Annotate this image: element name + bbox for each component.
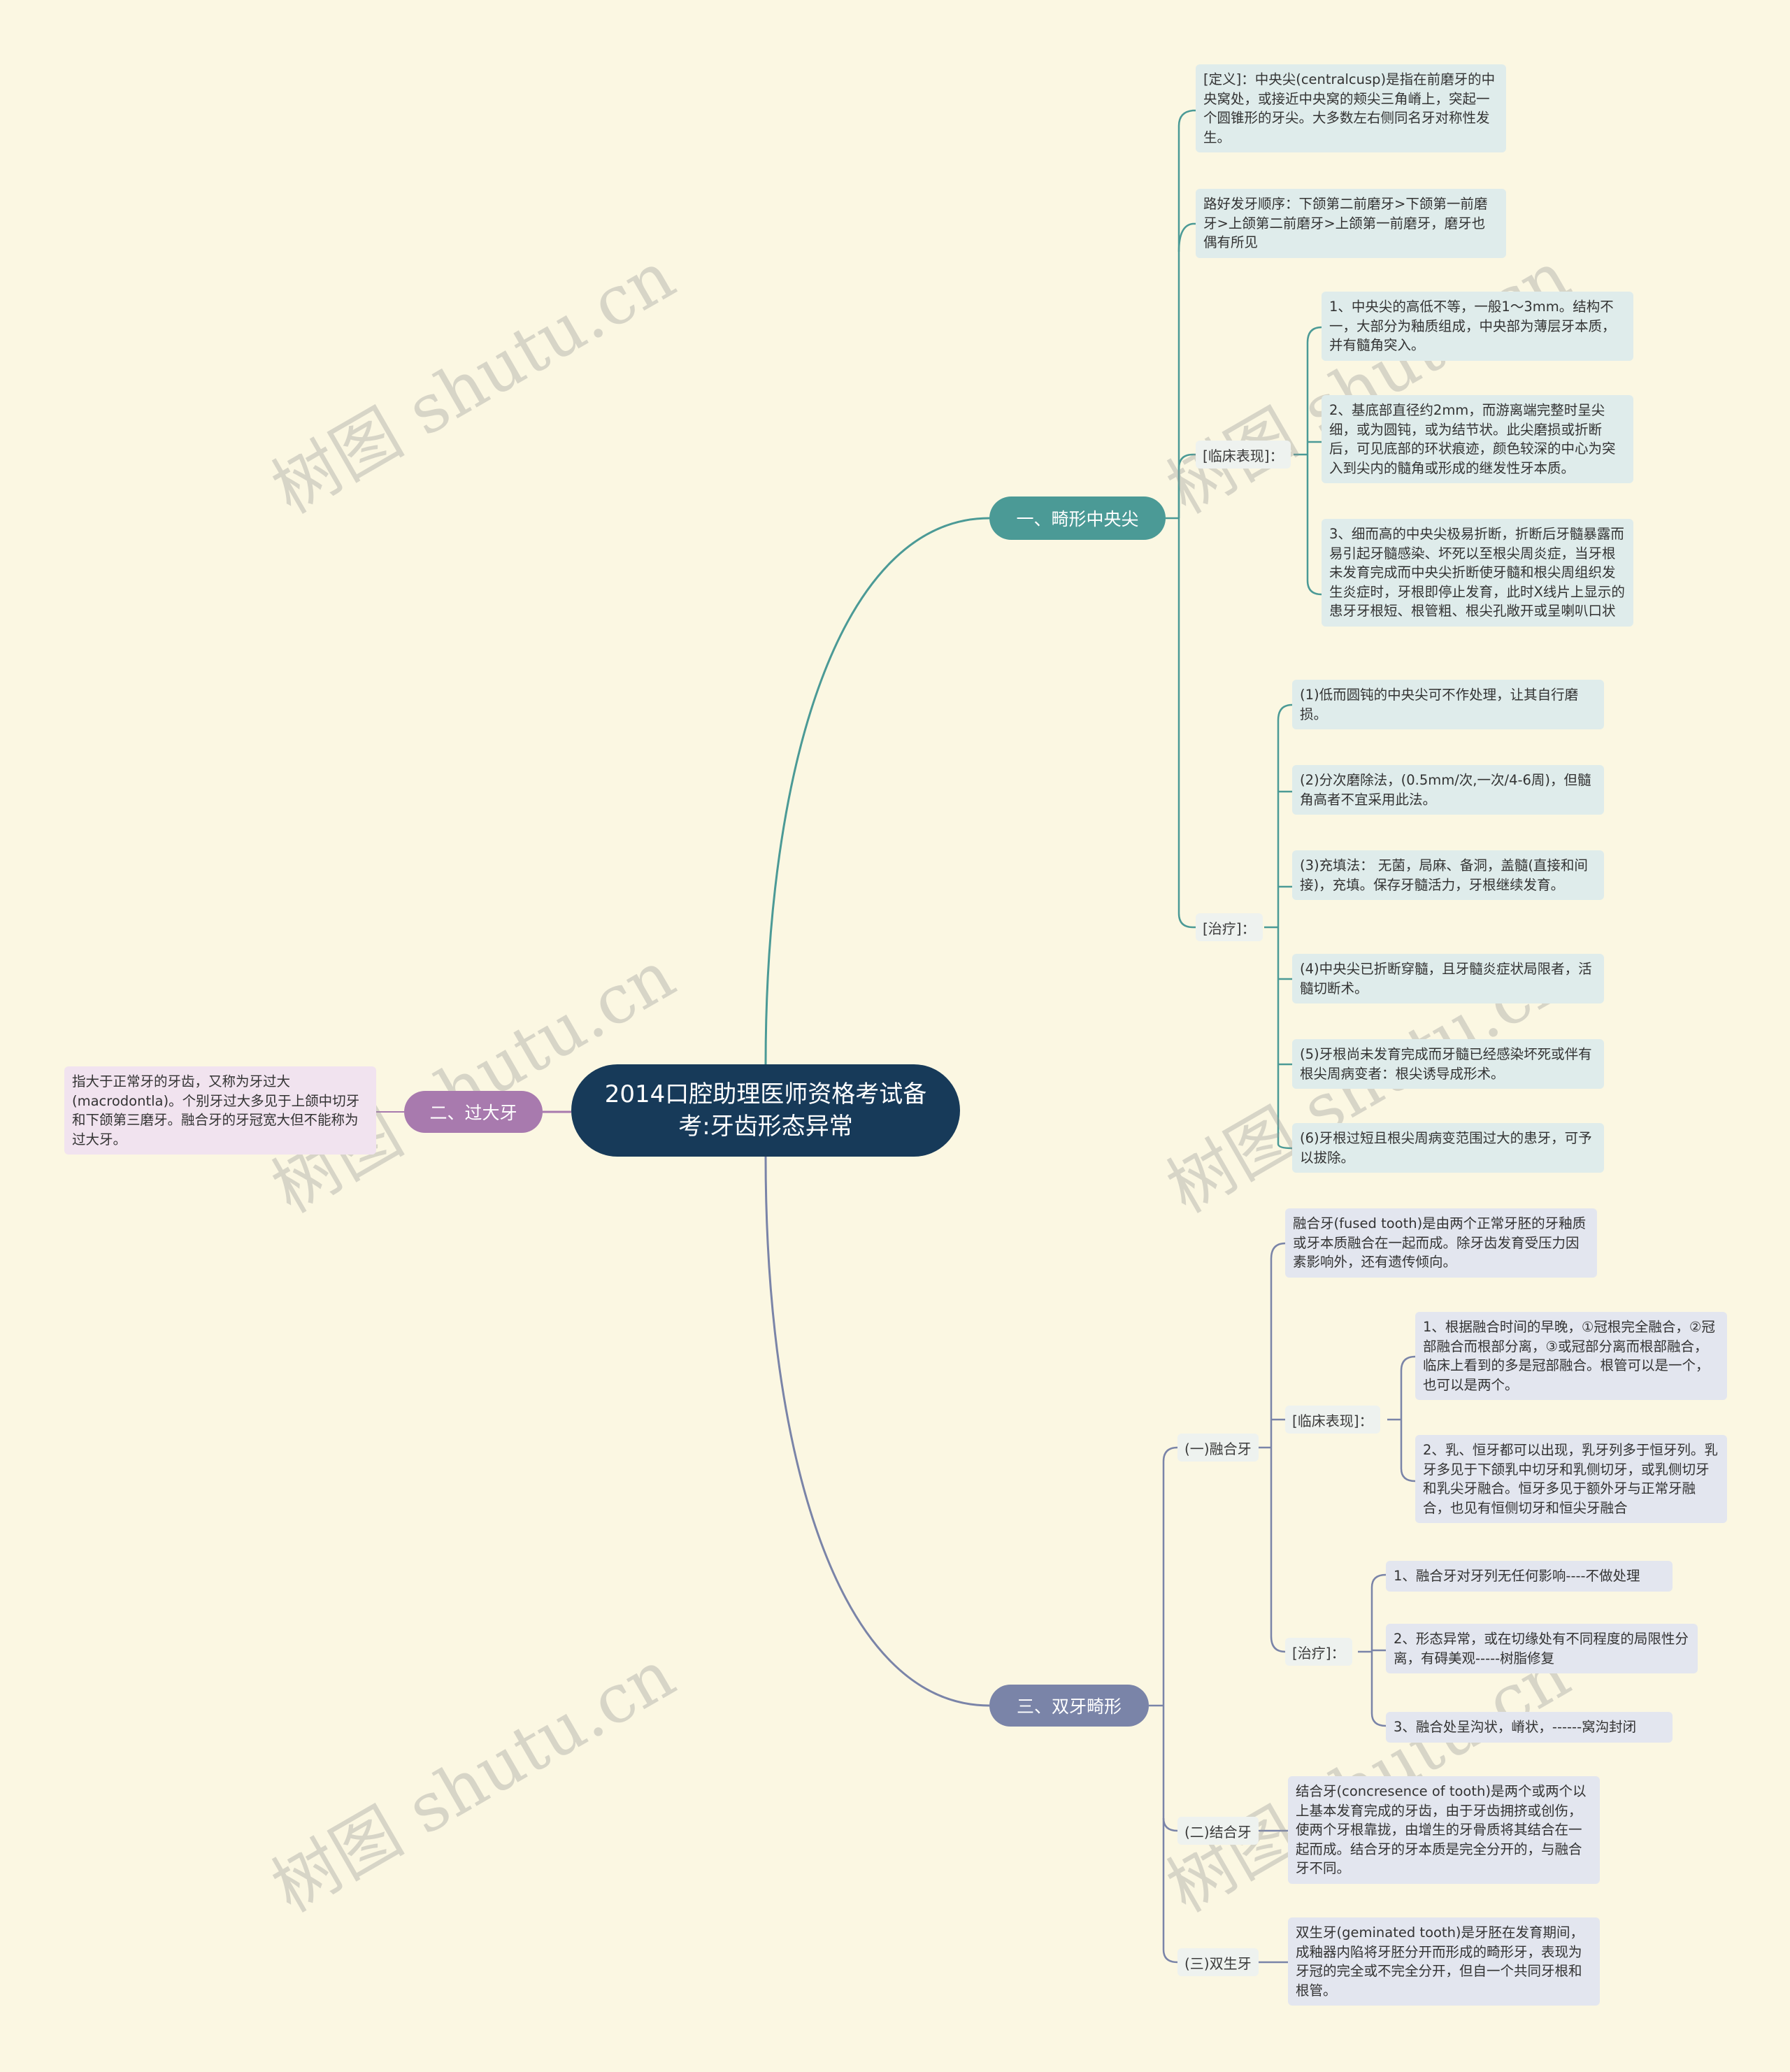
concrescence-label[interactable]: (二)结合牙 xyxy=(1177,1817,1259,1845)
link-fused-treatment-3 xyxy=(1370,1713,1387,1727)
link-fused-clinical-trunk xyxy=(1387,1371,1403,1469)
link-b3-geminated xyxy=(1162,1818,1178,1964)
central-cusp-clinical-label[interactable]: [临床表现]： xyxy=(1196,441,1291,469)
link-b3-fused xyxy=(1162,1446,1178,1706)
central-cusp-clinical-3[interactable]: 3、细而高的中央尖极易折断，折断后牙髓暴露而易引起牙髓感染、坏死以至根尖周炎症，… xyxy=(1322,519,1633,627)
central-cusp-treatment-6[interactable]: (6)牙根过短且根尖周病变范围过大的患牙，可予以拔除。 xyxy=(1292,1123,1604,1173)
fused-tooth-treatment-2[interactable]: 2、形态异常，或在切缘处有不同程度的局限性分离，有碍美观-----树脂修复 xyxy=(1386,1624,1698,1673)
link-fused-definition xyxy=(1270,1242,1286,1259)
central-cusp-clinical-1[interactable]: 1、中央尖的高低不等，一般1～3mm。结构不一，大部分为釉质组成，中央部为薄层牙… xyxy=(1322,292,1633,361)
link-root-branch1 xyxy=(764,517,990,1065)
link-b3-concrescence xyxy=(1162,1706,1178,1832)
fused-tooth-treatment-label[interactable]: [治疗]： xyxy=(1285,1638,1352,1666)
central-cusp-treatment-label[interactable]: [治疗]： xyxy=(1196,913,1263,941)
central-cusp-treatment-2[interactable]: (2)分次磨除法，(0.5mm/次,一次/4-6周)，但髓角高者不宜采用此法。 xyxy=(1292,765,1604,815)
link-root-branch3 xyxy=(764,1156,990,1707)
fused-tooth-label[interactable]: (一)融合牙 xyxy=(1177,1434,1259,1462)
link-fused-treatment-1 xyxy=(1370,1573,1387,1588)
central-cusp-clinical-2[interactable]: 2、基底部直径约2mm，而游离端完整时呈尖细，或为圆钝，或为结节状。此尖磨损或折… xyxy=(1322,395,1633,483)
link-b1-treatment-trunk xyxy=(1264,720,1280,1144)
link-fused-treatment xyxy=(1270,1636,1286,1653)
geminated-label[interactable]: (三)双生牙 xyxy=(1177,1948,1259,1976)
concrescence-description[interactable]: 结合牙(concresence of tooth)是两个或两个以上基本发育完成的… xyxy=(1288,1776,1600,1884)
central-cusp-treatment-1[interactable]: (1)低而圆钝的中央尖可不作处理，让其自行磨损。 xyxy=(1292,680,1604,729)
branch-macrodontia[interactable]: 二、过大牙 xyxy=(404,1091,543,1133)
fused-tooth-treatment-3[interactable]: 3、融合处呈沟状，嵴状，------窝沟封闭 xyxy=(1386,1712,1673,1743)
link-b1-treatment-6 xyxy=(1277,1143,1293,1150)
root-topic[interactable]: 2014口腔助理医师资格考试备考:牙齿形态异常 xyxy=(571,1064,960,1157)
link-fused-treatment-trunk xyxy=(1358,1587,1373,1713)
fused-tooth-clinical-2[interactable]: 2、乳、恒牙都可以出现，乳牙列多于恒牙列。乳牙多见于下颌乳中切牙和乳侧切牙，或乳… xyxy=(1415,1435,1727,1523)
geminated-description[interactable]: 双生牙(geminated tooth)是牙胚在发育期间，成釉器内陷将牙胚分开而… xyxy=(1288,1917,1600,2006)
link-b1-definition xyxy=(1177,109,1196,518)
link-b1-clinical-trunk xyxy=(1294,343,1309,580)
fused-tooth-treatment-1[interactable]: 1、融合牙对牙列无任何影响----不做处理 xyxy=(1386,1561,1673,1592)
link-b1-clinical xyxy=(1177,453,1196,518)
central-cusp-order[interactable]: 路好发牙顺序：下颌第二前磨牙>下颌第一前磨牙>上颌第二前磨牙>上颌第一前磨牙，磨… xyxy=(1196,189,1506,258)
link-fused-clinical-2 xyxy=(1400,1468,1416,1482)
fused-tooth-clinical-label[interactable]: [临床表现]： xyxy=(1285,1406,1380,1434)
link-b1-clinical-3 xyxy=(1306,580,1322,596)
link-b1-clinical-1 xyxy=(1306,326,1322,343)
central-cusp-definition[interactable]: [定义]：中央尖(centralcusp)是指在前磨牙的中央窝处，或接近中央窝的… xyxy=(1196,64,1506,152)
branch-central-cusp[interactable]: 一、畸形中央尖 xyxy=(989,496,1166,540)
branch-double-teeth[interactable]: 三、双牙畸形 xyxy=(989,1685,1149,1727)
fused-tooth-clinical-1[interactable]: 1、根据融合时间的早晚，①冠根完全融合，②冠部融合而根部分离，③或冠部分离而根部… xyxy=(1415,1312,1727,1400)
link-b1-treatment xyxy=(1177,518,1196,929)
fused-tooth-definition[interactable]: 融合牙(fused tooth)是由两个正常牙胚的牙釉质或牙本质融合在一起而成。… xyxy=(1285,1208,1597,1278)
central-cusp-treatment-3[interactable]: (3)充填法： 无菌，局麻、备洞，盖髓(直接和间接)，充填。保存牙髓活力，牙根继… xyxy=(1292,850,1604,900)
link-b1-order xyxy=(1177,222,1196,252)
central-cusp-treatment-5[interactable]: (5)牙根尚未发育完成而牙髓已经感染坏死或伴有根尖周病变者：根尖诱导成形术。 xyxy=(1292,1039,1604,1089)
link-b1-treatment-1 xyxy=(1277,703,1293,721)
central-cusp-treatment-4[interactable]: (4)中央尖已折断穿髓，且牙髓炎症状局限者，活髓切断术。 xyxy=(1292,954,1604,1003)
link-fused-clinical-1 xyxy=(1400,1355,1416,1371)
macrodontia-description[interactable]: 指大于正常牙的牙齿，又称为牙过大(macrodontla)。个别牙过大多见于上颌… xyxy=(64,1066,376,1155)
